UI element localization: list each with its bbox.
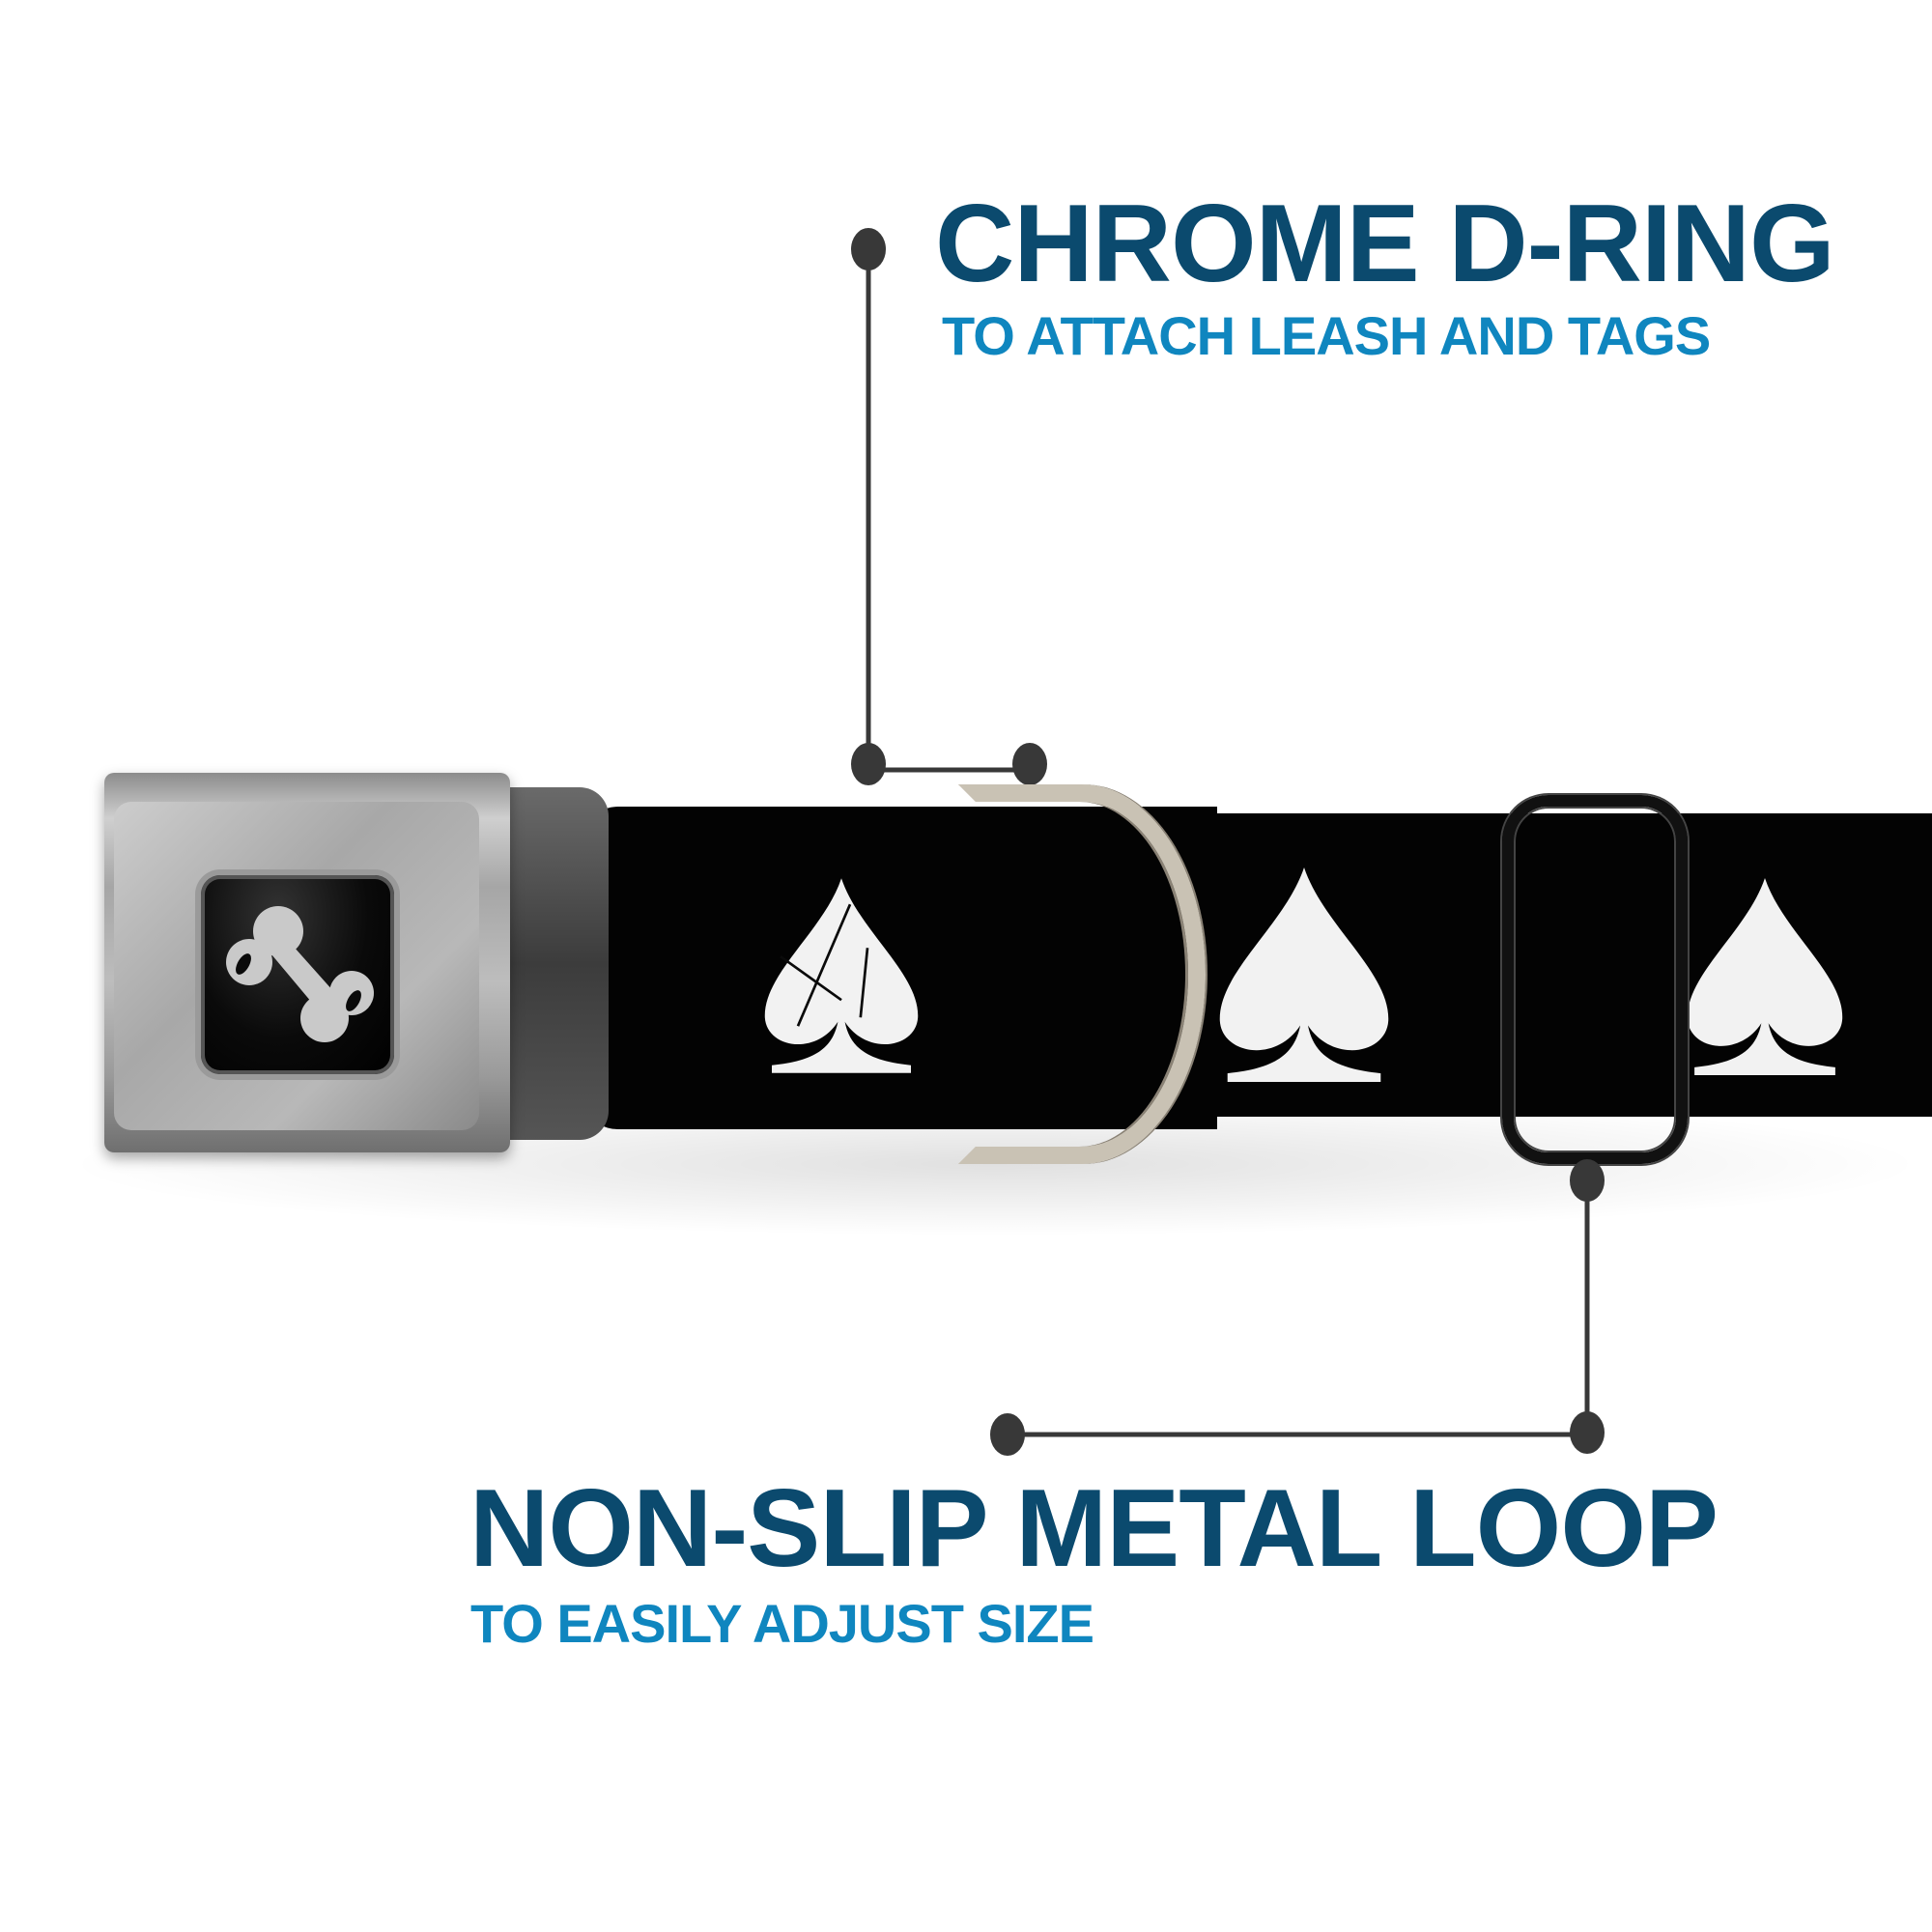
spade-icon — [763, 867, 920, 1084]
leader-line-dring-horizontal — [868, 767, 1030, 773]
metal-loop — [1502, 795, 1688, 1164]
buckle-inset — [201, 875, 394, 1074]
leader-line-loop-horizontal — [1008, 1432, 1587, 1437]
callout-subtitle-dring: TO ATTACH LEASH AND TAGS — [942, 305, 1711, 366]
callout-title-loop: NON-SLIP METAL LOOP — [469, 1467, 1719, 1590]
spade-icon — [1686, 869, 1844, 1084]
leader-dot-loop-end — [990, 1413, 1025, 1456]
spade-icon — [1217, 867, 1391, 1082]
bone-icon — [218, 895, 378, 1059]
leader-line-loop-vertical — [1584, 1180, 1590, 1433]
chrome-d-ring — [958, 784, 1206, 1164]
callout-subtitle-loop: TO EASILY ADJUST SIZE — [470, 1593, 1094, 1654]
leader-dot-dring-end — [1012, 743, 1047, 785]
leader-line-dring-vertical — [866, 249, 871, 764]
leader-dot-dring-corner — [851, 743, 886, 785]
callout-title-dring: CHROME D-RING — [935, 183, 1835, 305]
